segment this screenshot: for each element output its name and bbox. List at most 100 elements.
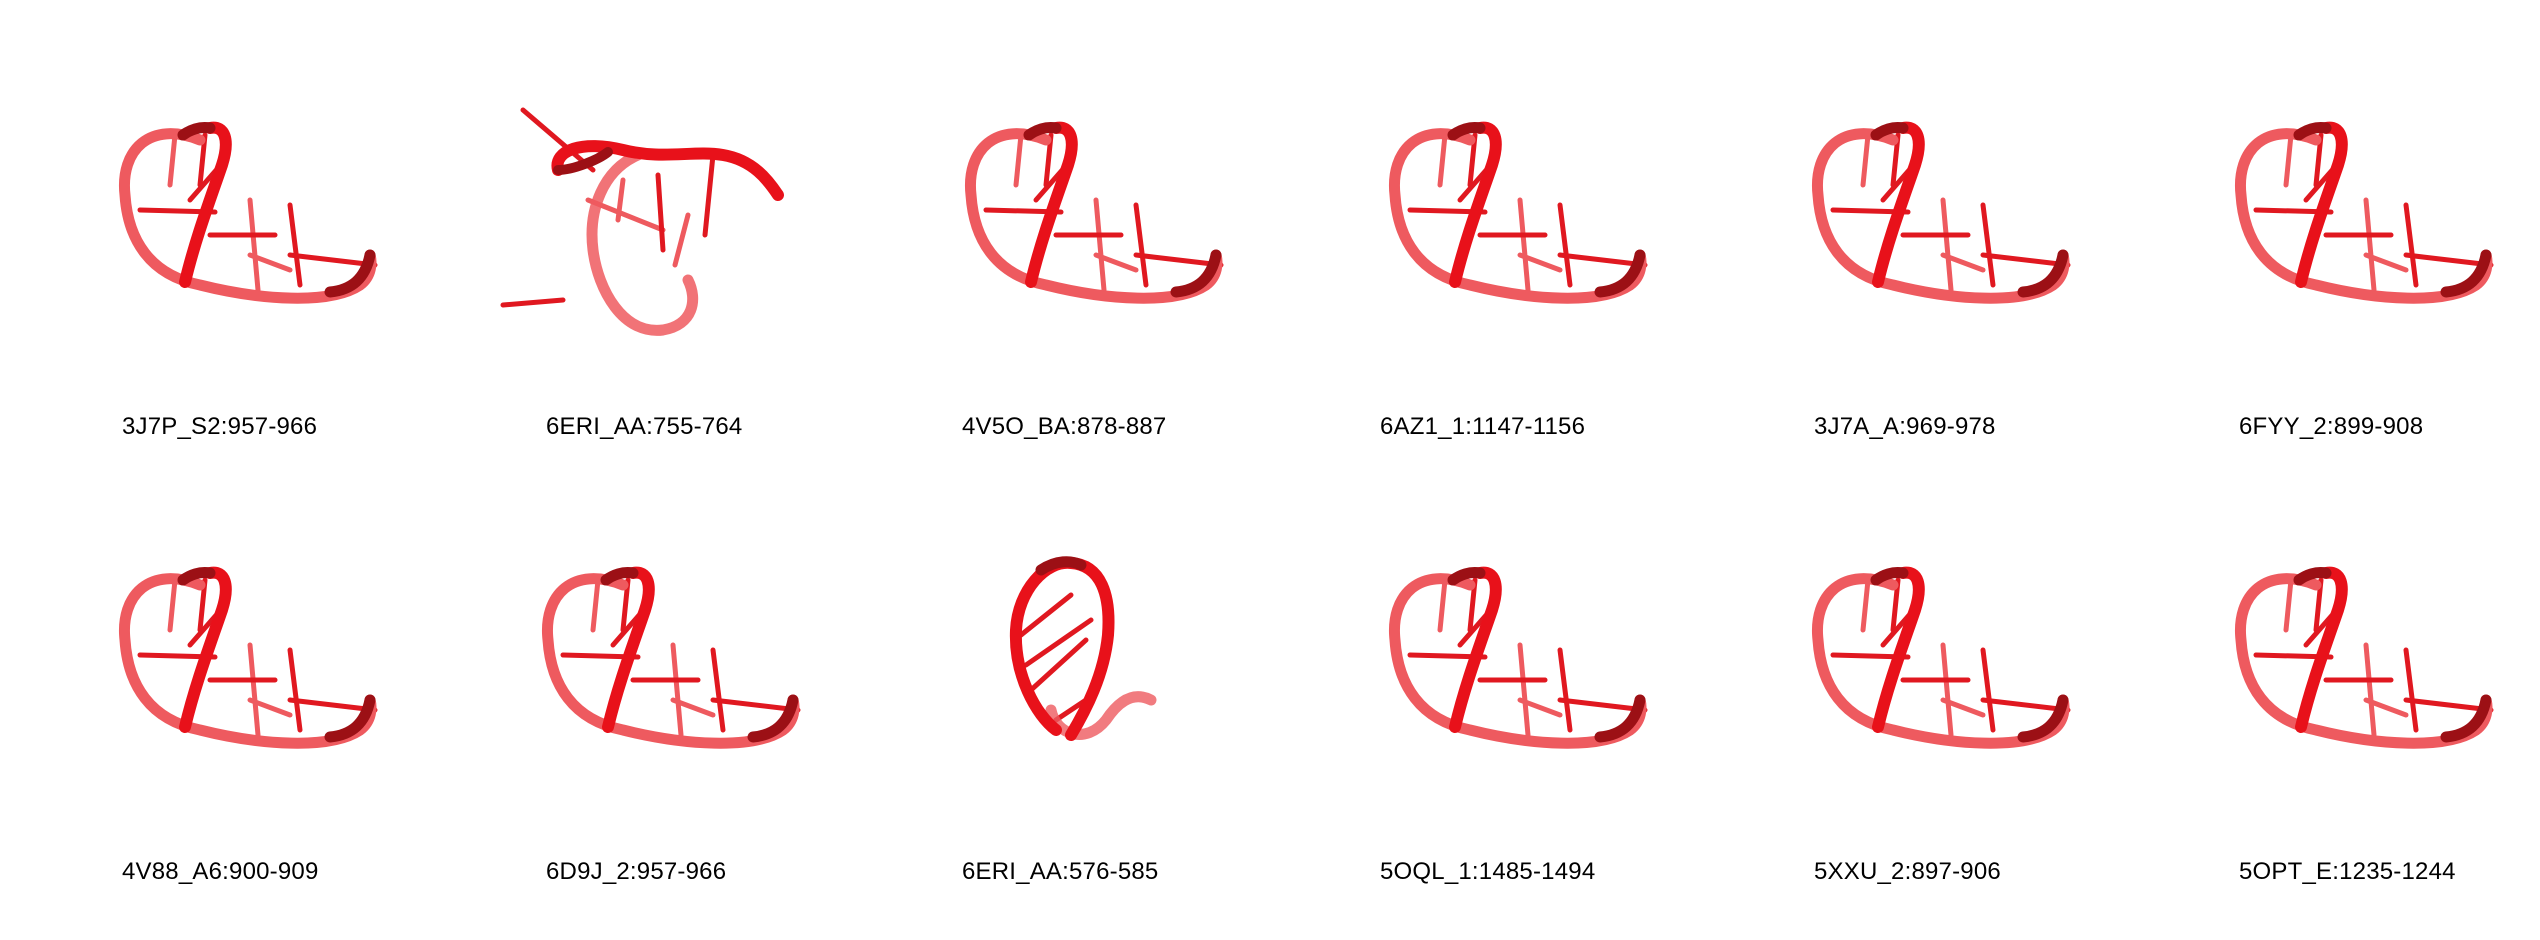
- base-stick: [1133, 202, 1149, 288]
- base-stick: [1093, 197, 1107, 293]
- backbone-end: [2440, 249, 2492, 298]
- structure-label: 4V5O_BA:878-887: [962, 413, 1167, 440]
- backbone-lower: [118, 573, 377, 749]
- base-stick: [615, 177, 626, 223]
- base-stick: [710, 647, 726, 733]
- base-stick: [287, 697, 378, 713]
- rna-cartoon: [1388, 566, 1648, 749]
- backbone-end: [2017, 249, 2069, 298]
- base-stick: [1940, 252, 1986, 273]
- base-stick: [1940, 197, 1954, 293]
- rna-structure-image: [118, 121, 378, 304]
- base-stick: [1980, 647, 1996, 733]
- rna-structure-image: [1811, 121, 2071, 304]
- base-stick: [247, 697, 293, 718]
- backbone-lower: [1388, 128, 1647, 304]
- backbone-turn: [553, 147, 613, 175]
- structure-panel: 6D9J_2:957-966: [423, 445, 846, 885]
- backbone-lower: [1811, 128, 2070, 304]
- structure-panel: 6ERI_AA:755-764: [423, 0, 846, 440]
- backbone-end: [747, 694, 799, 743]
- base-stick: [1860, 577, 1871, 633]
- rna-structure-image: [1811, 566, 2071, 749]
- base-stick: [1940, 642, 1954, 738]
- structure-label: 4V88_A6:900-909: [122, 858, 319, 885]
- base-stick: [1980, 252, 2071, 268]
- rna-cartoon: [118, 121, 378, 304]
- backbone-turn: [1035, 556, 1087, 576]
- base-stick: [702, 152, 716, 238]
- rna-structure-image: [1388, 121, 1648, 304]
- backbone-end: [1594, 249, 1646, 298]
- base-stick: [287, 202, 303, 288]
- base-stick: [167, 577, 178, 633]
- structure-panel: 4V5O_BA:878-887: [846, 0, 1269, 440]
- backbone-front: [551, 140, 784, 201]
- structure-label: 6D9J_2:957-966: [546, 858, 727, 885]
- backbone-front: [2295, 121, 2348, 288]
- rna-cartoon: [1009, 556, 1157, 741]
- backbone-turn: [177, 567, 216, 586]
- rna-cartoon: [964, 121, 1224, 304]
- backbone-lower: [586, 149, 699, 336]
- rna-structure-image: [2234, 121, 2494, 304]
- base-stick: [590, 577, 601, 633]
- rna-structure-image: [2234, 566, 2494, 749]
- structure-label: 6AZ1_1:1147-1156: [1380, 413, 1586, 440]
- backbone-end: [2440, 694, 2492, 743]
- backbone-end: [1594, 694, 1646, 743]
- rna-structure-image: [500, 107, 784, 336]
- base-stick: [287, 252, 378, 268]
- rna-cartoon: [1811, 566, 2071, 749]
- base-stick: [1940, 697, 1986, 718]
- rna-cartoon: [2234, 566, 2494, 749]
- base-stick: [1860, 132, 1871, 188]
- rna-cartoon: [2234, 121, 2494, 304]
- base-stick: [287, 647, 303, 733]
- backbone-turn: [177, 122, 216, 141]
- backbone-front: [1025, 121, 1078, 288]
- backbone-front: [1449, 566, 1502, 733]
- base-stick: [670, 697, 716, 718]
- rna-cartoon: [118, 566, 378, 749]
- rna-structure-image: [118, 566, 378, 749]
- base-stick: [2403, 697, 2494, 713]
- structure-label: 6FYY_2:899-908: [2239, 413, 2424, 440]
- structure-label: 3J7P_S2:957-966: [122, 413, 318, 440]
- backbone-front: [1872, 566, 1925, 733]
- base-stick: [2363, 197, 2377, 293]
- backbone-end: [324, 694, 376, 743]
- backbone-turn: [2293, 567, 2332, 586]
- base-stick: [247, 197, 261, 293]
- backbone-front: [179, 121, 232, 288]
- base-stick: [1557, 697, 1648, 713]
- structure-panel: 6FYY_2:899-908: [2116, 0, 2539, 440]
- base-stick: [710, 697, 801, 713]
- backbone-lower: [1388, 573, 1647, 749]
- base-stick: [2403, 252, 2494, 268]
- base-stick: [1437, 132, 1448, 188]
- backbone-turn: [1870, 567, 1909, 586]
- structure-label: 6ERI_AA:576-585: [962, 858, 1159, 885]
- base-stick: [167, 132, 178, 188]
- backbone-front: [179, 566, 232, 733]
- backbone-lower: [541, 573, 800, 749]
- structure-panel: 5OPT_E:1235-1244: [2116, 445, 2539, 885]
- backbone-front: [1449, 121, 1502, 288]
- base-stick: [1557, 202, 1573, 288]
- rna-structure-image: [964, 121, 1224, 304]
- rna-structure-image: [1009, 556, 1157, 741]
- backbone-end: [324, 249, 376, 298]
- rna-structure-image: [1388, 566, 1648, 749]
- base-stick: [670, 642, 684, 738]
- base-stick: [1018, 592, 1074, 638]
- base-stick: [2403, 202, 2419, 288]
- structure-label: 3J7A_A:969-978: [1814, 413, 1996, 440]
- base-stick: [1557, 252, 1648, 268]
- structure-label: 5XXU_2:897-906: [1814, 858, 2001, 885]
- base-stick: [1980, 202, 1996, 288]
- base-stick: [1013, 132, 1024, 188]
- base-stick: [1980, 697, 2071, 713]
- backbone-lower: [2234, 128, 2493, 304]
- backbone-lower: [964, 128, 1223, 304]
